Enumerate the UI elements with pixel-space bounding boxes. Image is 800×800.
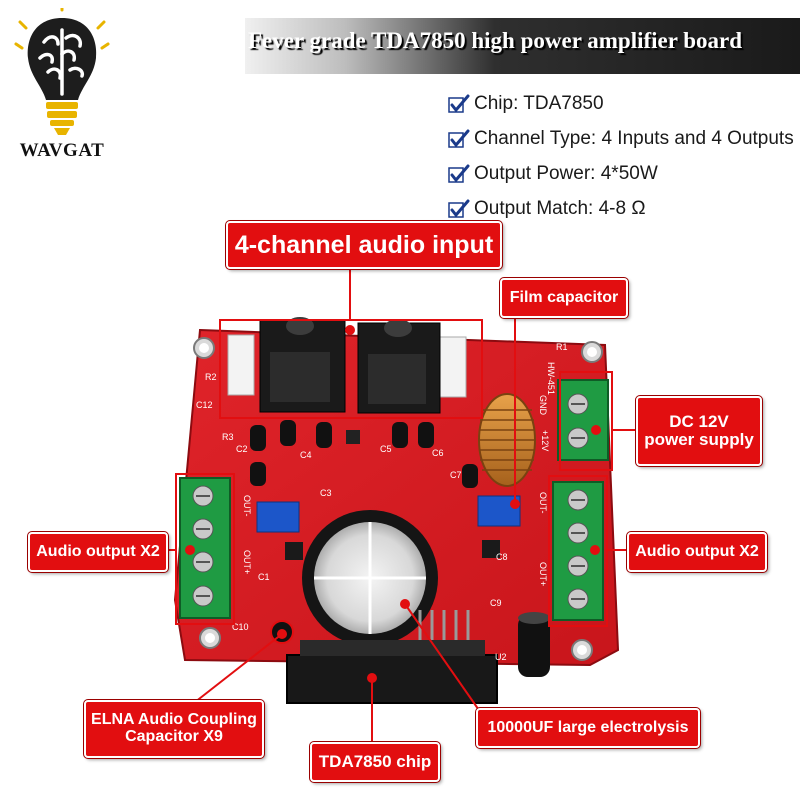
silk-gnd: GND (538, 395, 548, 416)
checkbox-check-icon (448, 94, 470, 113)
silk-r3: R3 (222, 432, 234, 442)
callout-elna-capacitor: ELNA Audio Coupling Capacitor X9 (84, 700, 264, 758)
silk-c5: C5 (380, 444, 392, 454)
callout-dc-power: DC 12V power supply (636, 396, 762, 466)
silk-c8: C8 (496, 552, 508, 562)
silk-c7: C7 (450, 470, 462, 480)
terminal-block-power (557, 379, 609, 461)
silk-out-minus-left: OUT- (242, 495, 252, 517)
brand-logo (14, 2, 110, 168)
silk-u2: U2 (495, 652, 507, 662)
spec-item-match: Output Match: 4-8 Ω (448, 191, 798, 226)
checkbox-check-icon (448, 199, 470, 218)
silk-c4: C4 (300, 450, 312, 460)
callout-dots (185, 325, 601, 683)
silk-c10: C10 (232, 622, 249, 632)
callout-audio-input: 4-channel audio input (226, 221, 502, 269)
silk-c2: C2 (236, 444, 248, 454)
silkscreen-labels: GND HW-451 +12V OUT- OUT+ OUT- OUT+ R2 R… (196, 342, 568, 662)
callout-audio-output-left: Audio output X2 (28, 532, 168, 572)
callout-tda7850-chip: TDA7850 chip (310, 742, 440, 782)
silk-c9: C9 (490, 598, 502, 608)
spec-list: Chip: TDA7850 Channel Type: 4 Inputs and… (448, 86, 798, 226)
silk-hw: HW-451 (546, 362, 556, 395)
silk-r2: R2 (205, 372, 217, 382)
spec-label: Output Power: 4*50W (474, 162, 658, 184)
silk-c1: C1 (258, 572, 270, 582)
callout-elna-line1: ELNA Audio Coupling (91, 711, 257, 729)
spec-item-power: Output Power: 4*50W (448, 156, 798, 191)
callout-audio-output-right: Audio output X2 (627, 532, 767, 572)
brand-name: WAVGAT (19, 140, 105, 161)
side-electrolytic-capacitor (518, 612, 550, 677)
checkbox-check-icon (448, 164, 470, 183)
large-electrolytic-capacitor (302, 510, 438, 646)
callout-elna-line2: Capacitor X9 (125, 728, 223, 745)
callout-electrolysis: 10000UF large electrolysis (476, 708, 700, 748)
spec-label: Channel Type: 4 Inputs and 4 Outputs (474, 127, 794, 149)
callout-dc-power-line2: power supply (644, 430, 754, 449)
silk-c3: C3 (320, 488, 332, 498)
silk-12v: +12V (540, 430, 550, 451)
small-capacitors (250, 420, 478, 488)
spec-item-chip: Chip: TDA7850 (448, 86, 798, 121)
brain-bulb-logo-icon (14, 2, 110, 135)
callout-lines (164, 265, 636, 742)
spec-item-channel: Channel Type: 4 Inputs and 4 Outputs (448, 121, 798, 156)
silk-c6: C6 (432, 448, 444, 458)
audio-jacks (259, 317, 441, 414)
callout-dc-power-line1: DC 12V (669, 412, 729, 432)
spec-label: Chip: TDA7850 (474, 92, 604, 114)
silk-r1: R1 (556, 342, 568, 352)
page-title: Fever grade TDA7850 high power amplifier… (248, 28, 743, 53)
title-banner (245, 18, 800, 74)
callout-film-capacitor: Film capacitor (500, 278, 628, 318)
spec-label: Output Match: 4-8 Ω (474, 197, 646, 219)
toroid-coil (478, 393, 536, 487)
checkbox-check-icon (448, 129, 470, 148)
silk-out-minus-right: OUT- (538, 492, 548, 514)
silk-out-plus-right: OUT+ (538, 562, 548, 586)
terminal-block-right (552, 481, 604, 621)
silk-c12: C12 (196, 400, 213, 410)
silk-out-plus-left: OUT+ (242, 550, 252, 574)
mounting-holes (193, 337, 603, 661)
